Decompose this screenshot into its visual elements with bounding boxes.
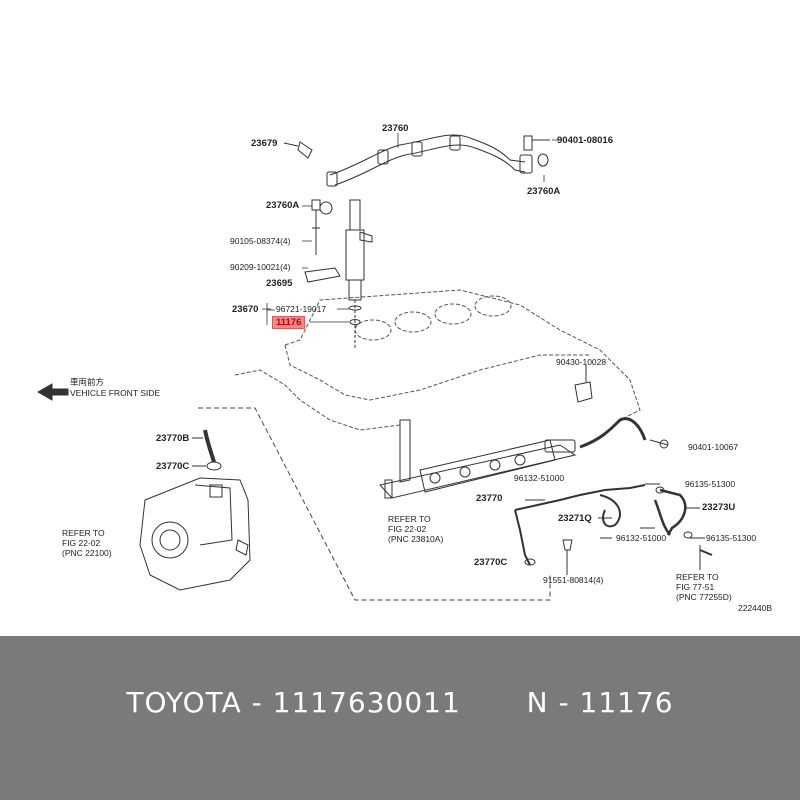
label-23679: 23679 [251, 138, 278, 149]
label-90401-10067: 90401-10067 [688, 442, 739, 452]
ref3-line2: FIG 77-51 [676, 582, 715, 592]
engine-outline [234, 289, 641, 431]
brand-name: TOYOTA [126, 686, 242, 719]
ref1-line2: FIG 22-02 [62, 538, 101, 548]
diagram-code: 222440B [738, 603, 773, 613]
ref3-line3: (PNC 77255D) [676, 592, 732, 602]
fuel-lines [514, 483, 713, 575]
fuel-rail [379, 365, 669, 499]
label-23770c-top: 23770C [156, 461, 190, 472]
fuel-injector [345, 199, 373, 350]
label-96132-51000-a: 96132-51000 [514, 473, 565, 483]
label-96135-51300-b: 96135-51300 [706, 533, 757, 543]
label-96721-19017: 96721-19017 [276, 304, 327, 314]
label-front-en: VEHICLE FRONT SIDE [70, 388, 161, 398]
label-96135-51300-a: 96135-51300 [685, 479, 736, 489]
pump-boundary [198, 407, 551, 601]
label-90430-10028: 90430-10028 [556, 357, 607, 367]
banner-separator-2: - [558, 686, 570, 719]
label-91551-80814: 91551-80814(4) [543, 575, 604, 585]
part-banner: TOYOTA - 1117630011 N - 11176 [0, 636, 800, 800]
label-23760a-right: 23760A [527, 186, 561, 197]
label-23760a-left: 23760A [266, 200, 300, 211]
ref2-line3: (PNC 23810A) [388, 534, 444, 544]
ref2-line2: FIG 22-02 [388, 524, 427, 534]
part-number: 1117630011 [272, 686, 461, 719]
banner-separator: - [251, 686, 263, 719]
label-90401-08016: 90401-08016 [557, 135, 613, 146]
injector-harness [283, 134, 550, 187]
label-front-jp: 車両前方 [70, 377, 105, 387]
label-90105-08374: 90105-08374(4) [230, 236, 291, 246]
label-23760: 23760 [382, 123, 409, 134]
part-banner-text: TOYOTA - 1117630011 N - 11176 [0, 686, 800, 719]
label-23695: 23695 [266, 278, 293, 289]
label-23770: 23770 [476, 493, 503, 504]
ref3-line1: REFER TO [676, 572, 719, 582]
label-96132-51000-b: 96132-51000 [616, 533, 667, 543]
label-90209-10021: 90209-10021(4) [230, 262, 291, 272]
ref2-line1: REFER TO [388, 514, 431, 524]
label-23770c-bottom: 23770C [474, 557, 508, 568]
label-23770b: 23770B [156, 433, 190, 444]
fuel-pump [139, 429, 251, 591]
label-23273u: 23273U [702, 502, 736, 513]
leader-lines [262, 133, 560, 325]
pnc-number: 11176 [579, 686, 674, 719]
pnc-prefix: N [526, 686, 549, 719]
label-23271q: 23271Q [558, 513, 592, 524]
ref1-line3: (PNC 22100) [62, 548, 112, 558]
ref1-line1: REFER TO [62, 528, 105, 538]
front-arrow-icon [36, 383, 69, 401]
injector-clamp [304, 199, 341, 283]
label-11176-highlighted: 11176 [272, 316, 306, 329]
label-23670: 23670 [232, 304, 259, 315]
